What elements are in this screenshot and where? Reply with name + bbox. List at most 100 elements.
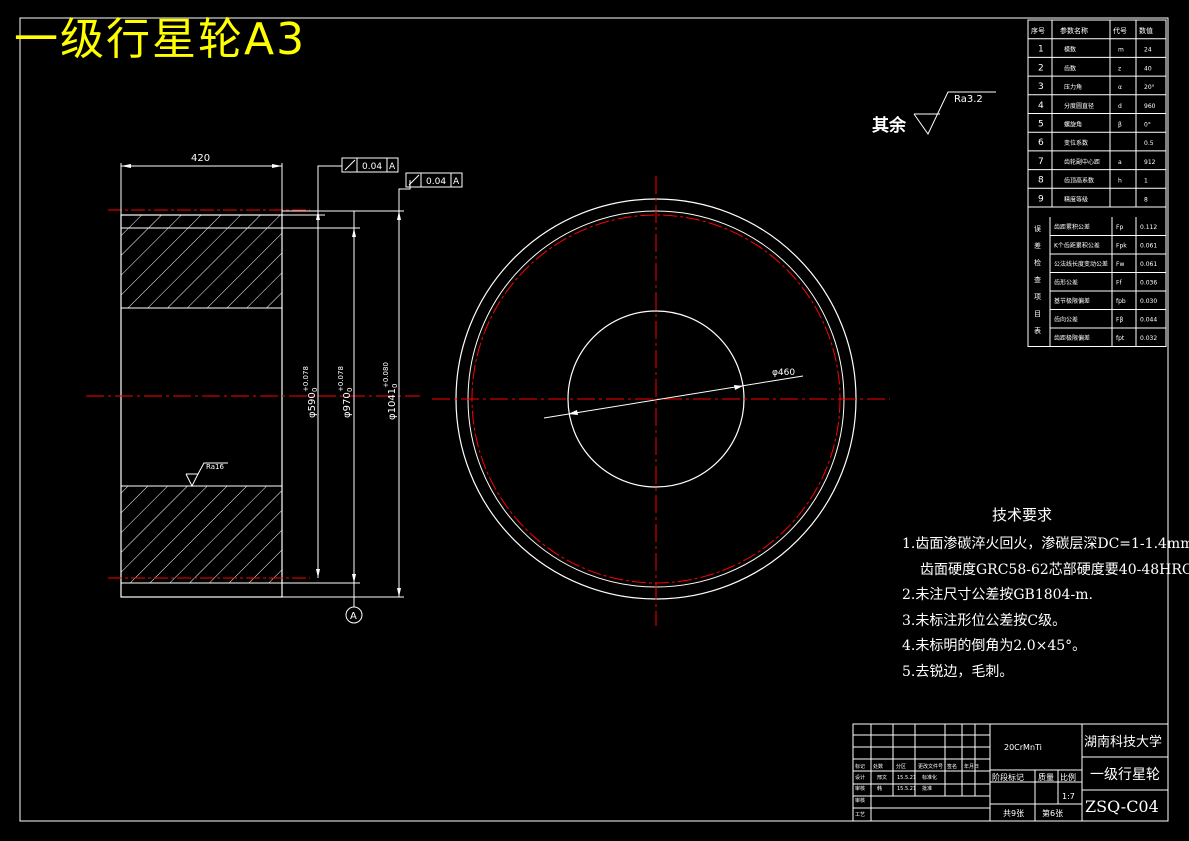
param-cell: 压力角 bbox=[1064, 83, 1082, 91]
tb-header-4: 年月日 bbox=[964, 763, 979, 770]
group-cell: Ff bbox=[1116, 280, 1122, 287]
front-view bbox=[432, 176, 890, 626]
tb-header-3: 签名 bbox=[947, 763, 957, 770]
tech-req-item: 齿面硬度GRC58-62芯部硬度要40-48HRC bbox=[920, 561, 1189, 578]
svg-text:+0.078: +0.078 bbox=[302, 366, 310, 392]
group-cell: 0.032 bbox=[1140, 335, 1157, 342]
param-cell: 4 bbox=[1038, 101, 1044, 111]
tb-scale-label: 比例 bbox=[1060, 772, 1076, 782]
group-label-char: 检 bbox=[1034, 258, 1041, 267]
tol1-value: 0.04 bbox=[362, 162, 382, 172]
group-cell: 齿向公差 bbox=[1054, 316, 1078, 324]
param-cell: z bbox=[1118, 65, 1121, 72]
tol1-datum: A bbox=[389, 162, 396, 172]
param-cell: 螺旋角 bbox=[1064, 121, 1082, 129]
dim-d2-text: φ970 +0.078 0 bbox=[337, 366, 354, 418]
param-cell: 9 bbox=[1038, 194, 1044, 204]
param-cell: 变位系数 bbox=[1064, 139, 1088, 147]
param-cell: β bbox=[1118, 122, 1122, 129]
tb-scale: 1:7 bbox=[1062, 792, 1075, 801]
dim-d3: φ1041 bbox=[387, 388, 398, 420]
drawing-frame bbox=[19, 17, 1169, 822]
group-cell: Fpk bbox=[1116, 243, 1127, 250]
group-cell: Fw bbox=[1116, 261, 1124, 268]
tech-requirements-title: 技术要求 bbox=[992, 506, 1053, 524]
param-cell: 齿轮副中心距 bbox=[1064, 158, 1100, 166]
tol2-value: 0.04 bbox=[426, 177, 446, 187]
tol2-datum: A bbox=[453, 177, 460, 187]
svg-text:+0.078: +0.078 bbox=[337, 366, 345, 392]
tb-std: 标准化 bbox=[922, 774, 937, 781]
param-cell: a bbox=[1118, 159, 1122, 166]
group-cell: 齿距累积公差 bbox=[1054, 223, 1090, 231]
param-cell: 0.5 bbox=[1144, 140, 1154, 147]
tb-designer: 邢文 bbox=[877, 774, 887, 781]
param-cell: 7 bbox=[1038, 157, 1044, 167]
tech-req-item: 2.未注尺寸公差按GB1804-m. bbox=[902, 587, 1093, 603]
section-view bbox=[86, 163, 420, 624]
drawing-title: 一级行星轮A3 bbox=[14, 14, 307, 65]
dim-d3-text: φ1041 +0.080 0 bbox=[382, 362, 399, 420]
tb-part-name: 一级行星轮 bbox=[1090, 767, 1160, 783]
datum-circle bbox=[345, 606, 363, 624]
tech-req-item: 5.去锐边，毛刺。 bbox=[902, 663, 1014, 680]
param-cell: 2 bbox=[1038, 63, 1044, 73]
tb-design-date: 15.5.21 bbox=[897, 775, 916, 781]
param-cell: m bbox=[1118, 47, 1124, 54]
tb-review-date: 15.5.21 bbox=[897, 786, 916, 792]
param-cell: 齿顶高系数 bbox=[1064, 177, 1094, 185]
roughness-symbol bbox=[913, 91, 996, 135]
roughness-rest-label: 其余 bbox=[872, 116, 906, 136]
group-cell: 0.061 bbox=[1140, 243, 1157, 250]
svg-text:0: 0 bbox=[346, 388, 354, 392]
tb-header-2: 更改文件号 bbox=[918, 763, 943, 770]
group-cell: 齿距极限偏差 bbox=[1054, 334, 1090, 342]
param-header: 参数名称 bbox=[1060, 26, 1088, 35]
group-cell: fpt bbox=[1116, 335, 1125, 342]
tb-row-label-4: 工艺 bbox=[855, 812, 865, 818]
param-cell: h bbox=[1118, 178, 1122, 185]
tb-row-label-1: 设计 bbox=[855, 774, 865, 781]
param-cell: α bbox=[1118, 84, 1122, 91]
param-header: 代号 bbox=[1113, 26, 1127, 35]
tb-stage-label: 阶段标记 bbox=[992, 772, 1024, 782]
svg-text:0: 0 bbox=[391, 384, 399, 388]
tb-sheet-no: 第6张 bbox=[1042, 808, 1063, 818]
tb-sheets-total: 共9张 bbox=[1003, 809, 1024, 818]
tech-requirements-list: 1.齿面渗碳淬火回火，渗碳层深DC=1-1.4mm, 齿面硬度GRC58-62芯… bbox=[902, 532, 1189, 685]
group-cell: 基节极限偏差 bbox=[1054, 297, 1090, 305]
param-cell: 912 bbox=[1144, 159, 1156, 166]
param-cell: 40 bbox=[1144, 65, 1152, 72]
tb-header-1: 分区 bbox=[896, 763, 906, 770]
group-label-char: 误 bbox=[1034, 224, 1041, 233]
group-cell: Fp bbox=[1116, 224, 1123, 231]
tb-material: 20CrMnTi bbox=[1004, 743, 1042, 752]
param-cell: 齿数 bbox=[1064, 64, 1076, 72]
group-label-char: 查 bbox=[1034, 275, 1041, 284]
group-label-char: 差 bbox=[1034, 241, 1041, 250]
tb-header-0: 处数 bbox=[873, 763, 883, 770]
param-cell: 960 bbox=[1144, 103, 1156, 110]
group-cell: K个齿距累积公差 bbox=[1054, 242, 1100, 250]
param-cell: 0° bbox=[1144, 122, 1151, 129]
tb-row-label-0: 标记 bbox=[855, 763, 865, 770]
param-cell: 模数 bbox=[1064, 46, 1076, 54]
datum-label: A bbox=[350, 611, 357, 622]
svg-text:0: 0 bbox=[311, 388, 319, 392]
dim-width: 420 bbox=[191, 153, 210, 164]
tech-req-item: 4.未标明的倒角为2.0×45°。 bbox=[902, 638, 1087, 654]
tech-req-item: 3.未标注形位公差按C级。 bbox=[902, 612, 1067, 629]
title-block bbox=[852, 723, 1169, 822]
tb-drawing-no: ZSQ-C04 bbox=[1085, 797, 1159, 816]
param-cell: 1 bbox=[1038, 45, 1044, 55]
group-cell: 公法线长度变动公差 bbox=[1054, 260, 1108, 268]
param-cell: d bbox=[1118, 103, 1122, 110]
tb-row-label-3: 审核 bbox=[855, 797, 865, 804]
tolerance-frame-2 bbox=[405, 172, 463, 188]
tb-weight-label: 质量 bbox=[1038, 772, 1054, 782]
param-cell: 6 bbox=[1038, 138, 1044, 148]
group-cell: 0.044 bbox=[1140, 317, 1157, 324]
dim-bore: φ460 bbox=[772, 368, 795, 378]
